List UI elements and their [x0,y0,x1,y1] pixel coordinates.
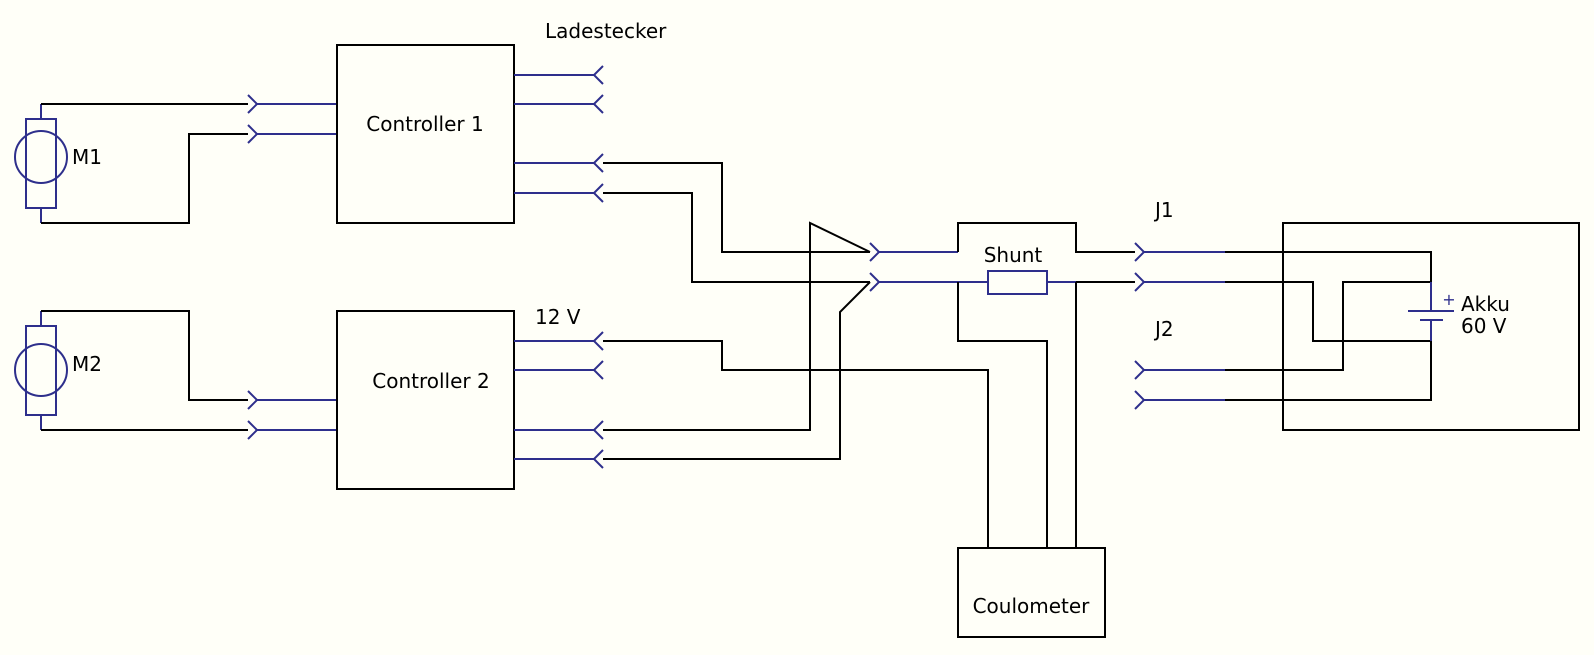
wire-c1-positive [603,162,870,253]
connector-j2-a [1134,360,1225,380]
wire-positive-bus [957,222,1135,253]
connector-c2-power-b [514,449,604,469]
battery-akku: + Akku 60 V [1408,282,1510,341]
connector-c1-power-a [514,153,604,173]
controller-1-label: Controller 1 [366,112,483,136]
wire-j2b-battery-minus [1225,341,1432,401]
connector-j1-b [1134,272,1225,292]
jack-j1-label: J1 [1153,198,1174,222]
aux-12v-label: 12 V [535,305,581,329]
connector-12v-1 [514,331,604,351]
charge-plug-label: Ladestecker [545,19,667,43]
wire-c2-positive [603,221,871,431]
connector-m1-a [247,94,337,114]
connector-c2-power-a [514,420,604,440]
controller-2: Controller 2 [336,310,515,490]
coulometer: Coulometer [957,547,1106,638]
motor-m2: M2 [14,311,102,430]
connector-bus-negative [869,272,988,292]
wire-m1-bottom [41,133,248,224]
wire-j1a-battery-plus [1225,251,1432,282]
connector-m2-b [247,420,337,440]
controller-1-box [336,44,515,224]
shunt-label: Shunt [984,243,1043,267]
wire-shunt-sense-a [957,282,1048,548]
wire-j2a-battery-plus [1225,281,1431,371]
controller-1: Controller 1 [336,44,515,224]
battery-voltage-label: 60 V [1461,314,1507,338]
connector-12v-2 [514,360,604,380]
wire-c1-negative [603,192,870,283]
battery-plus-sign: + [1442,290,1455,309]
motor-m1: M1 [14,104,102,223]
coulometer-box [957,547,1106,638]
motor-m2-symbol [14,343,68,397]
wire-m2-top [41,310,248,401]
shunt: Shunt [984,243,1076,295]
connector-bus-positive [869,242,958,262]
motor-m2-label: M2 [72,352,102,376]
jack-j2-label: J2 [1153,317,1174,341]
motor-m1-symbol [14,130,68,184]
connector-j2-b [1134,390,1225,410]
connector-m1-b [247,124,337,144]
battery-name-label: Akku [1461,292,1510,316]
controller-2-box [336,310,515,490]
controller-2-label: Controller 2 [372,369,489,393]
connector-c1-power-b [514,183,604,203]
connector-charge-2 [514,94,604,114]
wire-j1b-battery-minus [1225,281,1431,342]
battery-pack-box [1282,222,1580,431]
wire-12v-coulometer [603,340,989,548]
connector-charge-1 [514,65,604,85]
connector-j1-a [1134,242,1225,262]
connector-m2-a [247,390,337,410]
coulometer-label: Coulometer [973,594,1091,618]
wire-c2-negative [603,281,871,460]
motor-m1-label: M1 [72,145,102,169]
